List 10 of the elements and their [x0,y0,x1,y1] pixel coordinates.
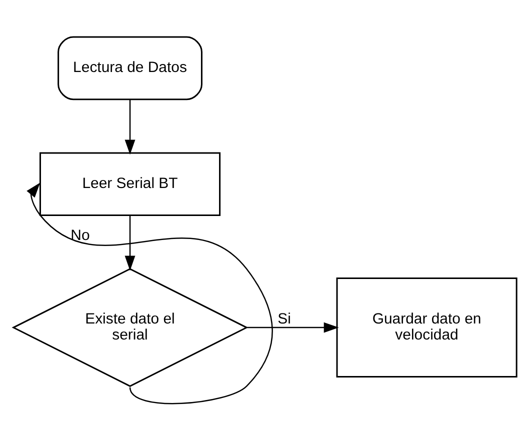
node-box: Leer Serial BT [39,152,221,216]
node-box: Guardar dato en velocidad [336,278,518,378]
node-box: Lectura de Datos [58,36,202,100]
arrow [247,322,339,333]
arrow [124,216,136,271]
edge-label: Si [278,310,291,328]
arrow [26,182,273,404]
node-diamond: Existe dato el serial [12,268,248,387]
arrow [124,100,136,155]
edge-label: No [70,227,90,244]
